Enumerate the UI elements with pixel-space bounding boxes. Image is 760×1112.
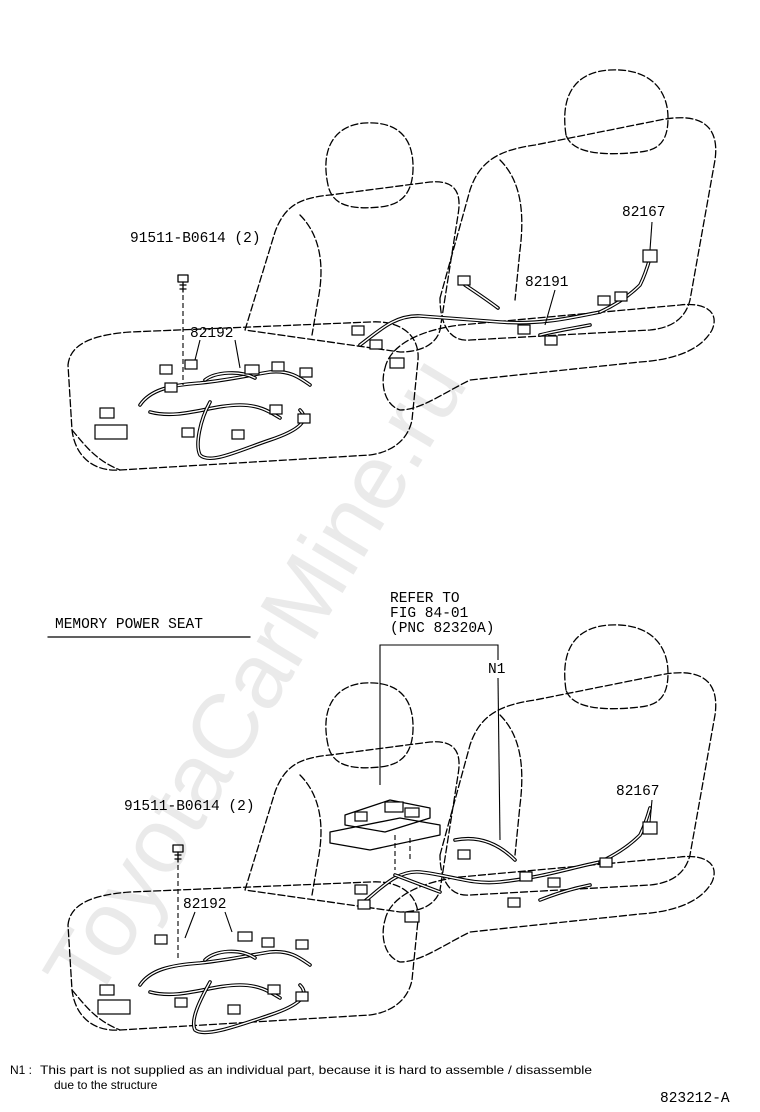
top-bolt-part-number: 91511-B0614 (2) [130, 231, 261, 247]
footnote: N1 : This part is not supplied as an ind… [10, 1063, 592, 1092]
top-seat-assembly: 91511-B0614 (2) 82192 82191 82167 [67, 69, 717, 471]
front-seat-cushion [67, 321, 419, 471]
top-82167-leader [649, 221, 653, 251]
top-side-harness-part-number: 82167 [622, 205, 666, 221]
front-seat-back-seam [299, 214, 322, 336]
rear-seat-cushion [382, 303, 715, 411]
memory-front-seat-back [244, 741, 460, 913]
refer-line-2: FIG 84-01 [390, 606, 468, 622]
memory-bolt-part-number: 91511-B0614 (2) [124, 799, 255, 815]
memory-front-harness-part-number: 82192 [183, 897, 227, 913]
memory-front-seat-cushion-front [71, 989, 121, 1031]
refer-line-3: (PNC 82320A) [390, 621, 494, 637]
memory-seat-ecu-module [329, 799, 441, 851]
memory-82192-leader [184, 911, 233, 939]
front-seat-back [244, 181, 460, 353]
rear-harness-connectors [351, 249, 658, 369]
footnote-marker: N1 : [10, 1063, 32, 1077]
memory-front-harness-connectors [99, 931, 309, 1015]
rear-seat-back-seam [499, 159, 523, 301]
memory-82167-leader [649, 799, 653, 823]
front-harness-connectors [99, 359, 313, 440]
memory-rear-seat-cushion [382, 855, 715, 963]
memory-rear-seat-back-seam [499, 714, 523, 856]
memory-bolt-icon [172, 844, 184, 863]
front-seat-headrest [325, 122, 414, 209]
memory-front-seat-headrest [325, 682, 414, 769]
memory-rear-wire-harness [358, 806, 652, 907]
top-bolt-icon [177, 274, 189, 293]
figure-code: 823212-A [660, 1091, 730, 1107]
memory-rear-seat-back [439, 672, 717, 896]
front-wire-harness-82192 [138, 369, 312, 461]
memory-side-harness-part-number: 82167 [616, 784, 660, 800]
memory-rear-seat-headrest [564, 624, 669, 710]
front-seat-cushion-front [71, 429, 121, 471]
rear-wire-harness-82191 [358, 256, 652, 347]
memory-ecu-dashed-link [394, 835, 411, 870]
top-82191-leader [544, 289, 556, 326]
footnote-line-2: due to the structure [54, 1078, 158, 1092]
rear-seat-back [439, 117, 717, 341]
memory-front-wire-harness-82192 [138, 949, 312, 1035]
refer-line-1: REFER TO [390, 591, 460, 607]
front-seat-cushion-lever [94, 424, 128, 440]
memory-front-seat-lever [97, 999, 131, 1015]
memory-rear-harness-connectors [354, 821, 658, 923]
n1-leader [497, 677, 501, 841]
top-front-harness-part-number: 82192 [190, 326, 234, 342]
note-marker-n1: N1 [488, 662, 505, 678]
rear-seat-headrest [564, 69, 669, 155]
memory-seat-assembly: MEMORY POWER SEAT REFER TO FIG 84-01 (PN… [47, 591, 717, 1035]
top-82192-leader [194, 339, 241, 369]
refer-bracket [379, 644, 499, 785]
memory-front-seat-back-seam [299, 774, 322, 896]
top-rear-harness-part-number: 82191 [525, 275, 569, 291]
memory-section-title: MEMORY POWER SEAT [55, 617, 203, 633]
footnote-line-1: This part is not supplied as an individu… [40, 1063, 592, 1077]
